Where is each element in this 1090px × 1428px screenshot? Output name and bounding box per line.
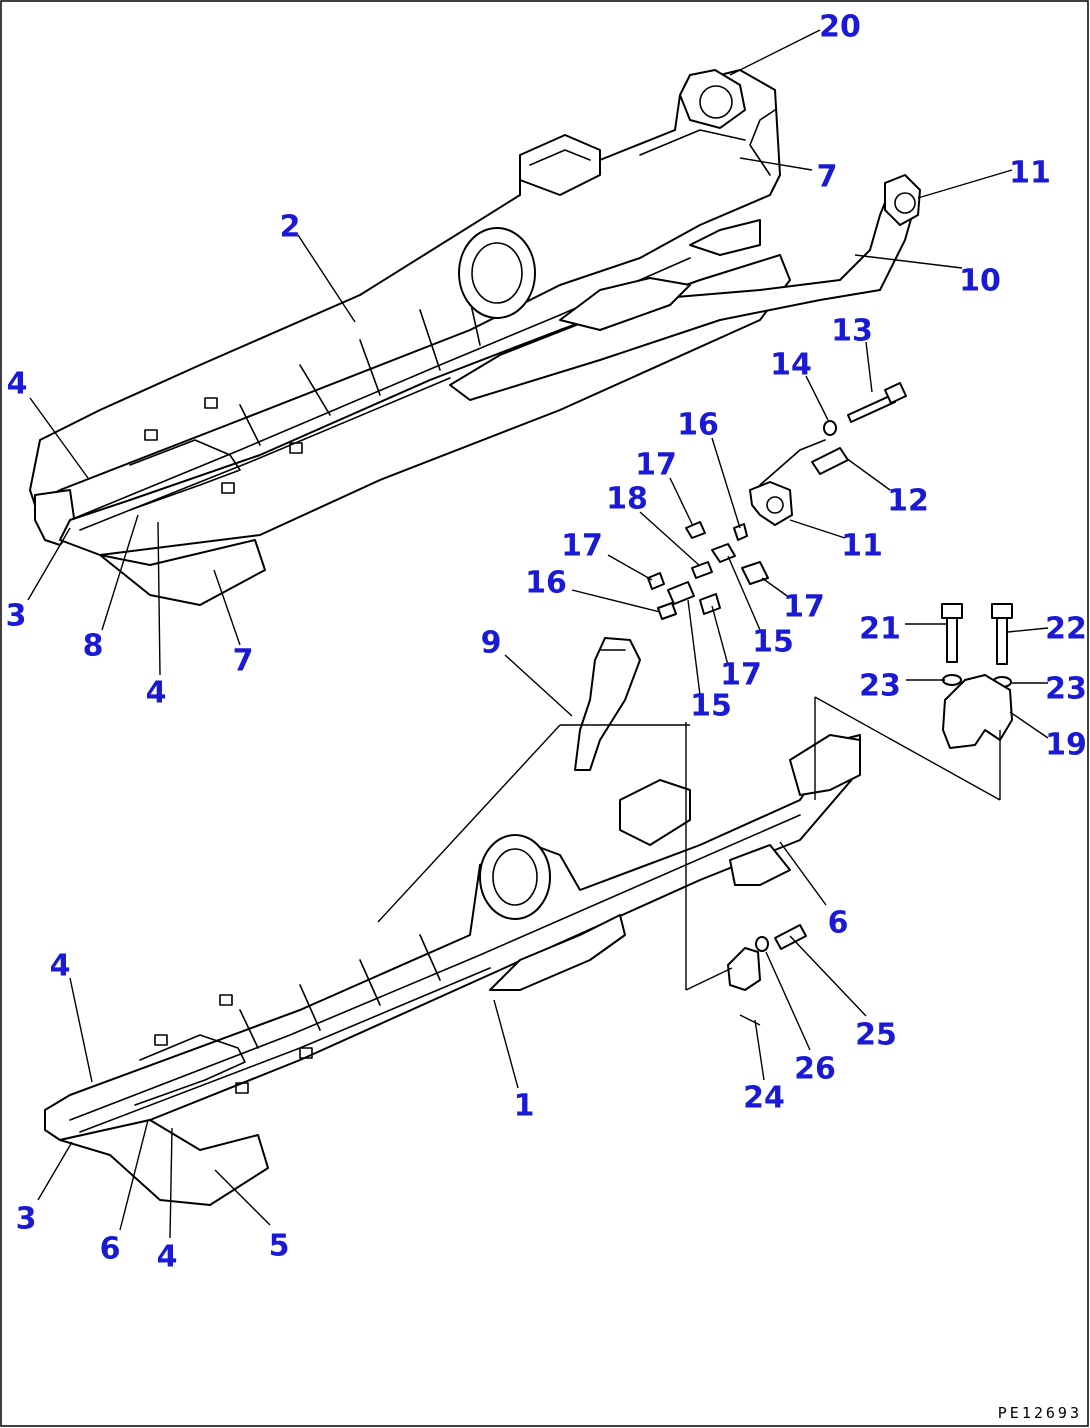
- leader-lines: [27, 29, 1049, 1239]
- callout-c23b: 23: [1045, 672, 1087, 707]
- callout-c4b: 4: [146, 676, 167, 711]
- callout-c18: 18: [606, 482, 648, 517]
- callout-c16b: 16: [525, 566, 567, 601]
- callout-c20: 20: [819, 10, 861, 45]
- callout-c9: 9: [481, 626, 502, 661]
- callout-c4d: 4: [157, 1240, 178, 1275]
- callout-c13: 13: [831, 314, 873, 349]
- callout-c10: 10: [959, 264, 1001, 299]
- callout-c25: 25: [855, 1018, 897, 1053]
- callout-c21: 21: [859, 612, 901, 647]
- callout-c8: 8: [83, 629, 104, 664]
- callout-c17d: 17: [720, 658, 762, 693]
- callout-c17b: 17: [561, 529, 603, 564]
- callout-c23a: 23: [859, 669, 901, 704]
- callout-c24: 24: [743, 1081, 785, 1116]
- track-frame-lower: [44, 637, 861, 1206]
- callout-c5: 5: [269, 1229, 290, 1264]
- callout-c15b: 15: [690, 689, 732, 724]
- callout-c11b: 11: [841, 529, 883, 564]
- callout-c16a: 16: [677, 408, 719, 443]
- callout-c17c: 17: [783, 590, 825, 625]
- callout-c19: 19: [1045, 728, 1087, 763]
- callout-c1: 1: [514, 1089, 535, 1124]
- callout-c7a: 7: [817, 160, 838, 195]
- callout-c2: 2: [280, 210, 301, 245]
- callout-c7b: 7: [233, 644, 254, 679]
- callout-c15a: 15: [752, 625, 794, 660]
- callout-c14: 14: [770, 348, 812, 383]
- callout-c4a: 4: [7, 367, 28, 402]
- callout-c6a: 6: [828, 906, 849, 941]
- callout-c3a: 3: [6, 599, 27, 634]
- callout-c6b: 6: [100, 1232, 121, 1267]
- callout-c22: 22: [1045, 612, 1087, 647]
- track-frame-upper: [29, 69, 921, 606]
- callout-c26: 26: [794, 1052, 836, 1087]
- callout-c17a: 17: [635, 448, 677, 483]
- callout-c4c: 4: [50, 949, 71, 984]
- hardware-cluster: [647, 382, 1013, 749]
- drawing-reference: PE12693: [998, 1404, 1082, 1422]
- callout-c11a: 11: [1009, 156, 1051, 191]
- callout-c3b: 3: [16, 1202, 37, 1237]
- callout-c12: 12: [887, 484, 929, 519]
